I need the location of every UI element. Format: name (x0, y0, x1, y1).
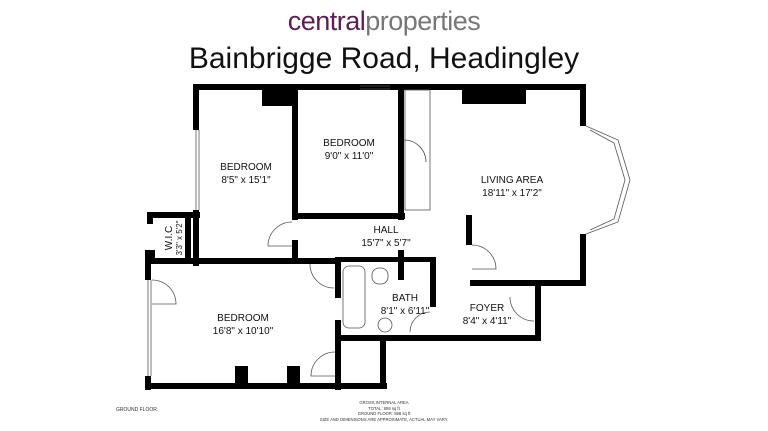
svg-text:8'5" x 15'1": 8'5" x 15'1" (221, 175, 271, 186)
svg-text:BEDROOM: BEDROOM (220, 162, 272, 173)
area-footer: GROSS INTERNAL AREA TOTAL: 898 sq ft GRO… (319, 400, 449, 422)
svg-text:16'8" x 10'10": 16'8" x 10'10" (213, 326, 274, 337)
svg-text:FOYER: FOYER (470, 303, 504, 314)
svg-text:BEDROOM: BEDROOM (323, 138, 375, 149)
svg-text:BATH: BATH (392, 293, 418, 304)
svg-text:LIVING AREA: LIVING AREA (481, 175, 544, 186)
svg-text:3'3" x 5'2": 3'3" x 5'2" (175, 220, 184, 255)
svg-text:9'0" x 11'0": 9'0" x 11'0" (325, 151, 374, 162)
svg-text:BEDROOM: BEDROOM (217, 313, 269, 324)
walls (145, 84, 586, 390)
floor-label: GROUND FLOOR (116, 407, 157, 413)
page-title: Bainbrigge Road, Headingley (188, 42, 580, 75)
svg-text:8'4" x 4'11": 8'4" x 4'11" (463, 316, 512, 327)
svg-text:15'7" x 5'7": 15'7" x 5'7" (361, 238, 411, 249)
svg-text:18'11" x 17'2": 18'11" x 17'2" (482, 188, 542, 199)
windows-doors (147, 85, 631, 377)
logo: centralproperties (287, 6, 481, 36)
room-labels: BEDROOM 8'5" x 15'1" BEDROOM 9'0" x 11'0… (164, 138, 543, 337)
svg-text:HALL: HALL (373, 225, 398, 236)
svg-text:8'1" x 6'11": 8'1" x 6'11" (381, 306, 430, 317)
svg-text:W.I.C: W.I.C (164, 226, 175, 250)
